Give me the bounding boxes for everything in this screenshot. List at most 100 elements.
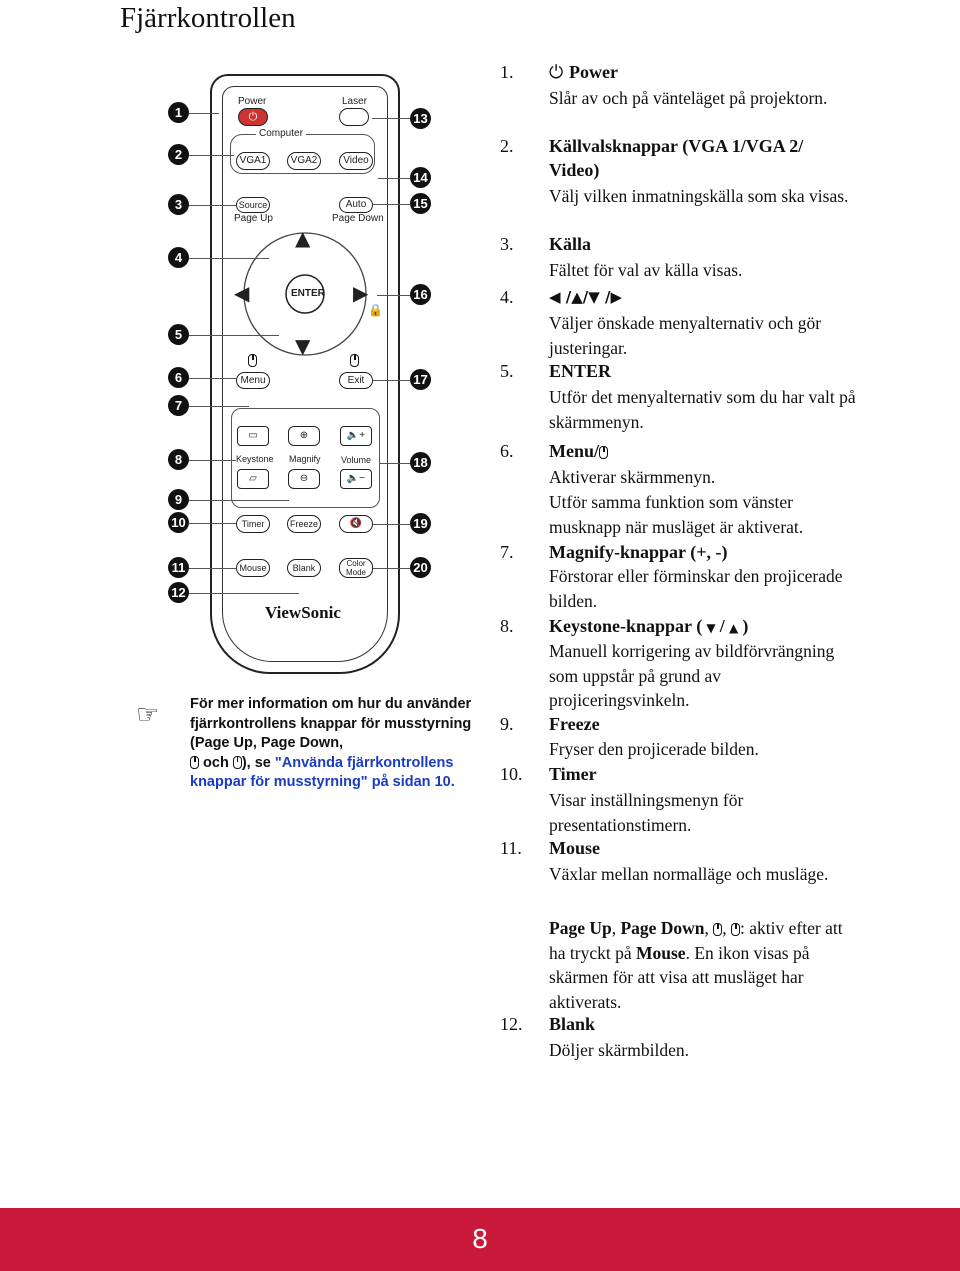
callout-line-7 [189,406,249,407]
mute-button: 🔇 [339,515,373,533]
callout-17: 17 [410,369,431,390]
item-number: 3. [500,234,514,254]
callout-line-13 [372,118,410,119]
item-heading: Magnify-knappar (+, -) [549,542,728,562]
callout-line-14 [378,178,410,179]
note-link[interactable]: "Använda fjärrkontrollens knappar för mu… [190,754,454,791]
callout-5: 5 [168,324,189,345]
computer-label: Computer [256,128,306,139]
callout-20: 20 [410,557,431,578]
keystone-down-button: ▱ [237,469,269,489]
callout-line-20 [373,568,410,569]
volume-up-button: 🔈+ [340,426,372,446]
mouse-note: För mer information om hur du använder f… [190,695,490,793]
item-number: 9. [500,714,514,734]
callout-line-3 [189,205,236,206]
sep: , [704,918,709,938]
item-number: 5. [500,361,514,381]
left-mouse-icon [713,923,723,936]
page-up-text: Page Up [549,918,612,938]
up-arrow-icon: ▲ [295,226,311,250]
item-heading: Blank [549,1014,596,1034]
color-mode-button: Color Mode [339,558,373,578]
laser-button [339,108,369,126]
callout-line-12 [189,593,299,594]
item-heading: Källvalsknappar (VGA 1/VGA 2/ [549,136,804,156]
item-heading: Keystone-knappar ( ▼ / ▲ ) [549,614,748,640]
item-heading-sep: / [719,616,725,636]
callout-line-11 [189,568,236,569]
callout-line-16 [377,295,410,296]
mouse-para-text: : aktiv efter att ha tryckt på [549,918,843,963]
magnify-plus-button: ⊕ [288,426,320,446]
video-button: Video [339,152,373,170]
item-desc: Växlar mellan normalläge och musläge. [549,864,829,884]
vga2-button: VGA2 [287,152,321,170]
callout-10: 10 [168,512,189,533]
item-heading-text: Power [568,62,618,82]
note-och: och [203,754,229,771]
left-mouse-icon [248,354,257,367]
callout-11: 11 [168,557,189,578]
magnify-label: Magnify [289,454,321,464]
item-heading: ◀ /▲/▼ /▶ [549,288,623,306]
mouse-para-text: . En ikon visas på skärmen för att visa … [549,942,810,1012]
sep: , [722,918,727,938]
callout-line-4 [189,258,269,259]
item-desc: Aktiverar skärmmenyn. [549,467,716,487]
source-button: Source [236,197,270,213]
item-heading: Video) [549,160,600,180]
item-heading-text: Keystone-knappar ( [549,616,703,636]
magnify-minus-button: ⊖ [288,469,320,489]
callout-12: 12 [168,582,189,603]
item-desc: Väljer önskade menyalternativ och gör ju… [549,313,822,358]
note-tail: på sidan 10. [371,774,455,790]
callout-3: 3 [168,194,189,215]
freeze-button: Freeze [287,515,321,533]
menu-button: Menu [236,372,270,389]
item-desc: Utför det menyalternativ som du har valt… [549,387,856,432]
callout-line-2 [189,155,234,156]
mouse-mode-paragraph: Page Up, Page Down, , : aktiv efter att … [549,916,859,1014]
page-title: Fjärrkontrollen [120,2,296,34]
item-desc: Förstorar eller förminskar den projicera… [549,566,843,611]
down-arrow-icon: ▼ [295,334,311,358]
callout-line-6 [189,378,236,379]
item-number: 7. [500,542,514,562]
callout-13: 13 [410,108,431,129]
item-number: 4. [500,287,514,307]
callout-line-17 [373,380,410,381]
callout-line-9 [189,500,289,501]
item-number: 2. [500,136,514,156]
power-icon: ⏻ [549,62,569,83]
laser-label: Laser [342,96,368,107]
mouse-text: Mouse [635,942,686,963]
keystone-label: Keystone [236,454,274,464]
callout-line-15 [373,204,410,205]
footer-bar: 8 [0,1208,960,1271]
callout-18: 18 [410,452,431,473]
timer-button: Timer [236,515,270,533]
item-number: 8. [500,616,514,636]
item-desc: Visar inställningsmenyn för presentation… [549,790,744,835]
keystone-up-icon: ▼ [702,621,720,635]
callout-line-8 [189,460,236,461]
callout-19: 19 [410,513,431,534]
item-desc: Välj vilken inmatningskälla som ska visa… [549,186,849,206]
pointing-hand-icon: ☞ [136,700,160,730]
item-heading: Freeze [549,714,600,734]
vga1-button: VGA1 [236,152,270,170]
lock-icon: 🔒 [368,303,383,317]
callout-line-1 [189,113,219,114]
callout-6: 6 [168,367,189,388]
left-mouse-icon [599,446,609,459]
enter-label: ENTER [291,288,325,299]
item-heading-end: ) [742,616,749,636]
color-mode-label-1: Color [346,559,366,568]
note-text: För mer information om hur du använder f… [190,696,472,751]
item-desc: Slår av och på vänteläget på projektorn. [549,88,828,108]
power-label: Power [238,96,267,107]
item-heading: ⏻ Power [549,60,618,85]
callout-line-5 [189,335,279,336]
mouse-button: Mouse [236,559,270,577]
